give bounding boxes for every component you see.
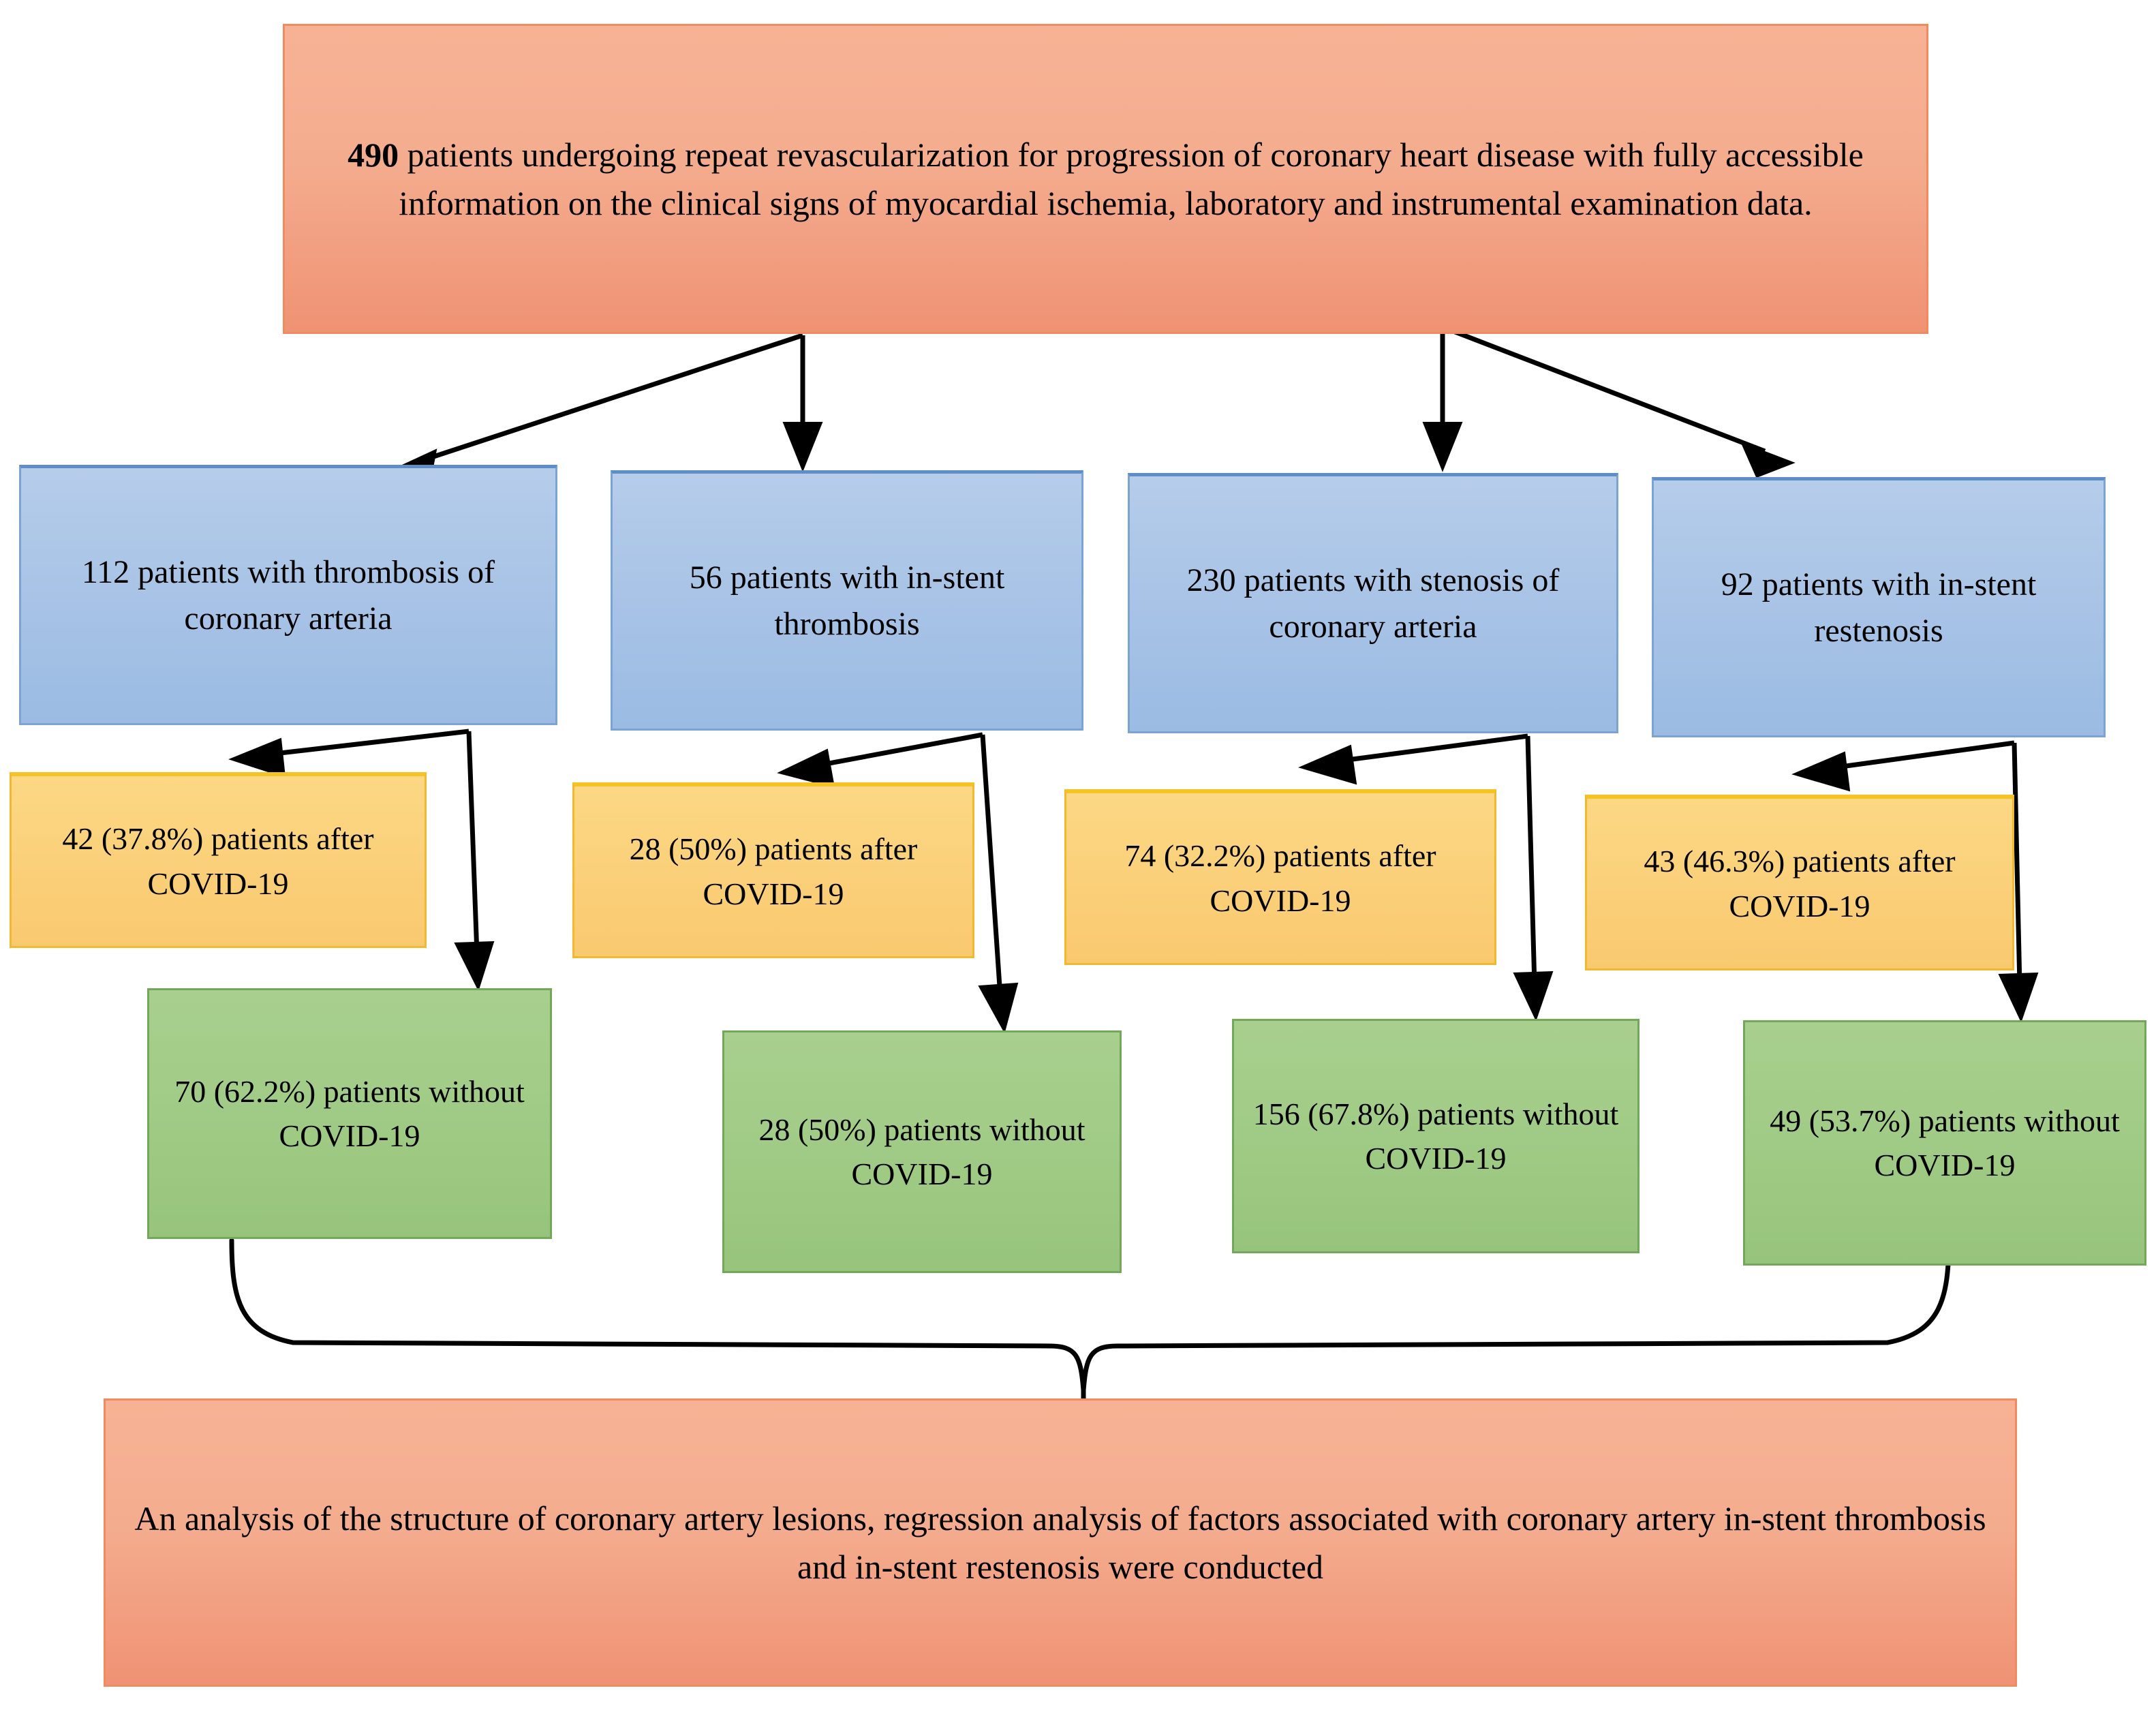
edge-root-to-group-1 [380,333,804,487]
without-covid-label: 70 (62.2%) patients without COVID-19 [174,1073,525,1153]
edge-group-3-to-without-covid-3 [1513,735,1554,1022]
after-covid-label: 42 (37.8%) patients after COVID-19 [62,821,374,901]
edge-group-2-to-without-covid-2 [978,734,1019,1034]
after-covid-label: 74 (32.2%) patients after COVID-19 [1124,838,1436,918]
root-box: 490 patients undergoing repeat revascula… [283,24,1928,334]
after-covid-label: 43 (46.3%) patients after COVID-19 [1644,844,1956,923]
without-covid-box-1: 70 (62.2%) patients without COVID-19 [147,988,552,1239]
without-covid-label: 49 (53.7%) patients without COVID-19 [1770,1103,2120,1182]
root-text: patients undergoing repeat revasculariza… [399,135,1864,222]
edge-group-4-to-after-covid-4 [1791,740,2015,792]
edge-root-to-group-3 [1422,327,1463,472]
group-label: 230 patients with stenosis of coronary a… [1186,562,1560,645]
edge-root-to-group-4 [1441,324,1796,478]
after-covid-box-3: 74 (32.2%) patients after COVID-19 [1064,789,1496,965]
after-covid-label: 28 (50%) patients after COVID-19 [629,831,918,911]
edge-group-1-to-without-covid-1 [454,731,495,992]
without-covid-box-4: 49 (53.7%) patients without COVID-19 [1743,1020,2146,1266]
without-covid-label: 28 (50%) patients without COVID-19 [758,1112,1085,1191]
conclusion-text: An analysis of the structure of coronary… [134,1499,1986,1586]
root-count: 490 [348,135,399,174]
after-covid-box-4: 43 (46.3%) patients after COVID-19 [1585,795,2014,970]
conclusion-box: An analysis of the structure of coronary… [104,1398,2017,1687]
without-covid-box-2: 28 (50%) patients without COVID-19 [722,1030,1122,1273]
edge-group-3-to-after-covid-3 [1298,733,1528,785]
group-box-in-stent-thrombosis: 56 patients with in-stent thrombosis [611,470,1083,731]
edge-group-1-to-after-covid-1 [228,729,469,778]
group-label: 112 patients with thrombosis of coronary… [81,553,495,637]
edge-group-2-to-after-covid-2 [777,732,983,789]
group-label: 92 patients with in-stent restenosis [1721,566,2037,649]
group-box-stenosis-coronary-arteria: 230 patients with stenosis of coronary a… [1128,473,1618,733]
without-covid-box-3: 156 (67.8%) patients without COVID-19 [1232,1019,1639,1253]
edge-root-to-group-2 [782,335,823,472]
group-box-in-stent-restenosis: 92 patients with in-stent restenosis [1652,477,2106,737]
group-label: 56 patients with in-stent thrombosis [689,559,1005,642]
after-covid-box-1: 42 (37.8%) patients after COVID-19 [10,772,427,948]
after-covid-box-2: 28 (50%) patients after COVID-19 [572,782,974,958]
without-covid-label: 156 (67.8%) patients without COVID-19 [1252,1096,1619,1176]
group-box-thrombosis-coronary-arteria: 112 patients with thrombosis of coronary… [19,465,557,725]
